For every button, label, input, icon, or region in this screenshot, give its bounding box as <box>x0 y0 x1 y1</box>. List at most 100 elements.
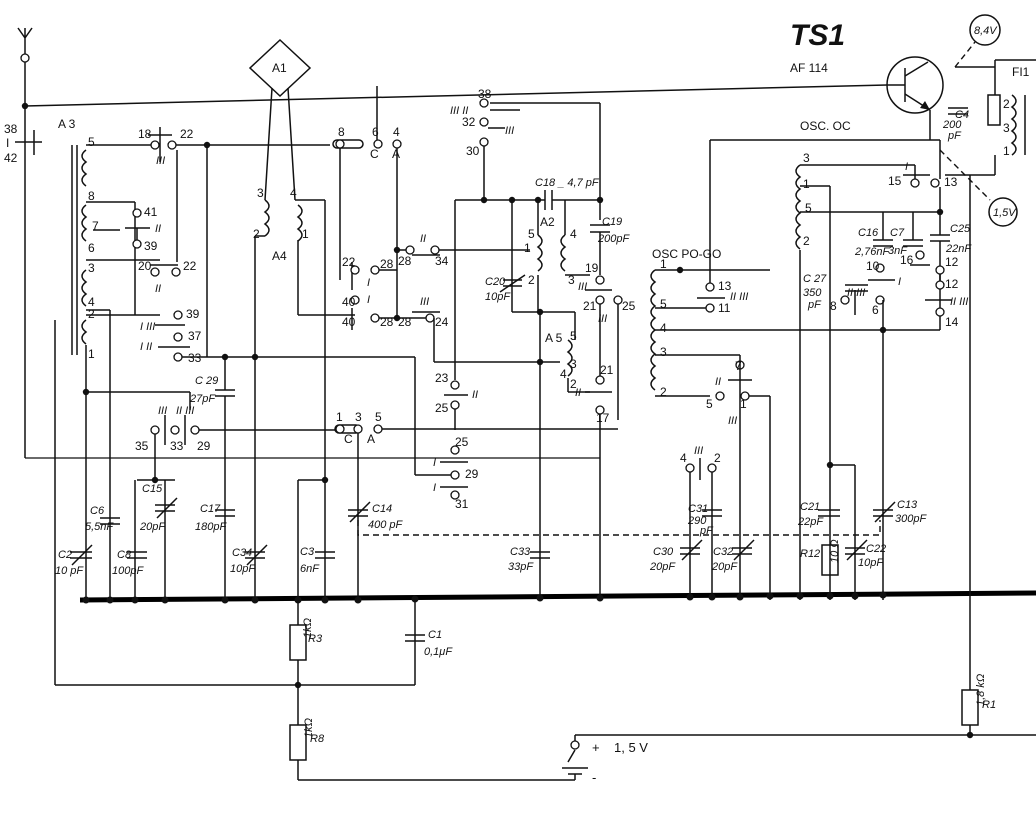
svg-text:0,1μF: 0,1μF <box>424 646 453 658</box>
svg-text:10: 10 <box>866 259 880 273</box>
svg-text:II: II <box>155 283 161 295</box>
transistor-symbol <box>886 56 944 114</box>
svg-text:II: II <box>420 233 426 245</box>
switch-23-25: 23 II 25 <box>435 371 478 415</box>
capacitor-c32: C32 20pF <box>711 539 755 573</box>
svg-text:3: 3 <box>88 261 95 275</box>
svg-text:C17: C17 <box>200 503 221 515</box>
svg-text:22: 22 <box>180 127 194 141</box>
svg-text:5,5nF: 5,5nF <box>85 521 114 533</box>
svg-text:C: C <box>370 147 379 161</box>
svg-text:17: 17 <box>596 411 610 425</box>
capacitor-c21: C21 22pF <box>797 501 840 528</box>
svg-text:4: 4 <box>88 295 95 309</box>
block-label-osc-pogo: OSC PO-GO <box>652 247 721 261</box>
capacitor-c19: C19 200pF <box>590 216 630 245</box>
svg-text:II III: II III <box>847 287 865 299</box>
svg-text:III: III <box>420 296 429 308</box>
switch-7-5-1: 7 II 5 1 III <box>706 359 752 427</box>
capacitor-c1: C1 0,1μF <box>405 629 453 658</box>
svg-text:III: III <box>694 445 703 457</box>
svg-text:12: 12 <box>945 277 959 291</box>
svg-text:I: I <box>367 277 370 289</box>
svg-text:20pF: 20pF <box>649 561 676 573</box>
resistor-r8: R8 1kΩ <box>289 718 325 761</box>
svg-text:1: 1 <box>1003 144 1010 158</box>
svg-text:4: 4 <box>560 367 567 381</box>
svg-text:I: I <box>905 161 908 173</box>
svg-text:II III: II III <box>950 296 968 308</box>
svg-text:C 27: C 27 <box>803 273 827 285</box>
svg-text:25: 25 <box>435 401 449 415</box>
coil-a3 <box>71 145 88 355</box>
svg-text:23: 23 <box>435 371 449 385</box>
antenna-block-a1: A1 <box>248 38 312 98</box>
svg-text:A: A <box>367 432 375 446</box>
svg-text:24: 24 <box>435 315 449 329</box>
switch-38-32-30: 38 III II 32 III 30 <box>450 87 520 158</box>
svg-text:40: 40 <box>342 315 356 329</box>
svg-text:3: 3 <box>803 151 810 165</box>
svg-text:3nF: 3nF <box>888 245 908 257</box>
svg-text:C30: C30 <box>653 546 674 558</box>
capacitor-c6: C6 5,5nF <box>85 505 120 533</box>
block-label-a3: A 3 <box>58 117 76 131</box>
svg-text:pF: pF <box>807 299 822 311</box>
svg-text:C 29: C 29 <box>195 375 218 387</box>
svg-text:14: 14 <box>945 315 959 329</box>
svg-text:10pF: 10pF <box>858 557 884 569</box>
svg-text:38: 38 <box>4 122 18 136</box>
svg-text:10pF: 10pF <box>230 563 256 575</box>
svg-text:27pF: 27pF <box>189 393 216 405</box>
svg-text:7: 7 <box>92 219 99 233</box>
capacitor-c18: C18 _ 4,7 pF <box>535 177 600 210</box>
svg-text:C6: C6 <box>90 505 105 517</box>
svg-text:2: 2 <box>570 377 577 391</box>
battery-supply: + 1, 5 V - <box>562 735 648 785</box>
svg-text:10 Ω: 10 Ω <box>829 539 841 563</box>
svg-text:C1: C1 <box>428 629 442 641</box>
svg-text:4: 4 <box>570 227 577 241</box>
svg-text:400 pF: 400 pF <box>368 519 404 531</box>
svg-text:39: 39 <box>186 307 200 321</box>
svg-text:6: 6 <box>88 241 95 255</box>
switch-13-11: 13 II III 11 <box>697 279 748 315</box>
svg-text:10pF: 10pF <box>485 291 511 303</box>
switch-28-34: 28 II 34 <box>398 233 449 268</box>
tuning-gang-link <box>357 520 881 536</box>
svg-text:C7: C7 <box>890 227 905 239</box>
svg-text:3: 3 <box>257 186 264 200</box>
coil-a4 <box>263 199 303 242</box>
svg-text:II: II <box>575 387 581 399</box>
coil-a2 <box>536 234 567 272</box>
svg-text:III: III <box>505 125 514 137</box>
resistor-r12: R12 10 Ω <box>800 539 841 576</box>
capacitor-c34: C34 10pF <box>230 544 268 575</box>
svg-text:C20: C20 <box>485 276 506 288</box>
svg-text:I: I <box>367 294 370 306</box>
svg-text:R3: R3 <box>308 633 323 645</box>
svg-text:C25: C25 <box>950 223 971 235</box>
svg-text:28: 28 <box>398 254 412 268</box>
switch-20-22: 20 22 II <box>138 259 197 295</box>
switch-39-37: 39 I III 37 <box>140 307 202 343</box>
svg-text:C13: C13 <box>897 499 918 511</box>
svg-text:C32: C32 <box>713 546 733 558</box>
svg-text:25: 25 <box>455 435 469 449</box>
svg-text:31: 31 <box>455 497 469 511</box>
svg-text:19: 19 <box>585 261 599 275</box>
svg-text:1: 1 <box>88 347 95 361</box>
svg-text:42: 42 <box>4 151 18 165</box>
svg-text:5: 5 <box>706 397 713 411</box>
svg-text:C: C <box>344 432 353 446</box>
svg-text:+: + <box>592 740 600 755</box>
svg-text:40: 40 <box>342 295 356 309</box>
svg-text:28: 28 <box>380 257 394 271</box>
switch-coax-lower: 1 3 5 C A <box>334 410 383 446</box>
svg-text:II: II <box>715 376 721 388</box>
svg-text:6nF: 6nF <box>300 563 320 575</box>
svg-text:1: 1 <box>803 177 810 191</box>
svg-text:C34: C34 <box>232 547 252 559</box>
voltage-probe-collector: 8,4V <box>954 14 1001 68</box>
svg-text:4: 4 <box>680 451 687 465</box>
